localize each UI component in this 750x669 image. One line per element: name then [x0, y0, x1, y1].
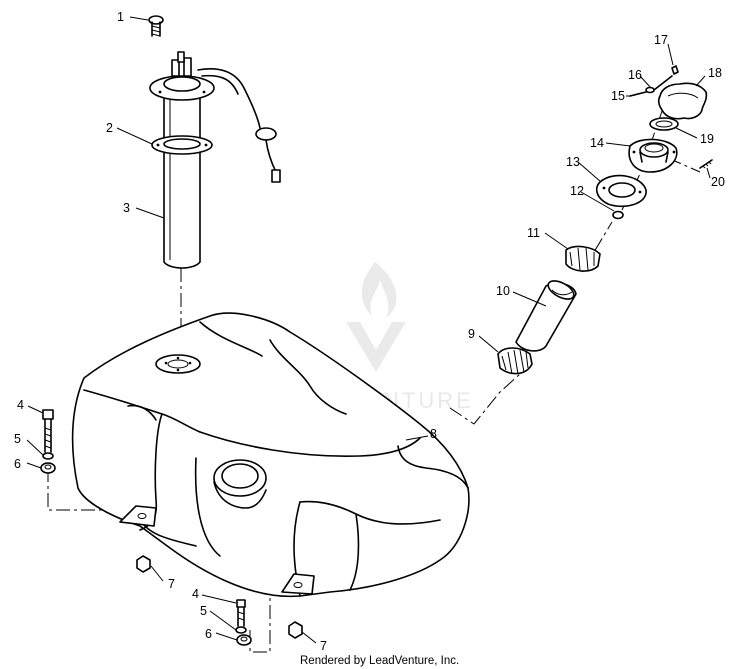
- callout-6-lower: 6: [205, 627, 212, 641]
- callout-20: 20: [711, 175, 725, 189]
- callout-3: 3: [123, 201, 130, 215]
- callout-6-upper: 6: [14, 457, 21, 471]
- render-credit: Rendered by LeadVenture, Inc.: [300, 655, 459, 667]
- callout-7-upper: 7: [168, 577, 175, 591]
- callout-1: 1: [117, 10, 124, 24]
- callout-18: 18: [708, 66, 722, 80]
- callout-16: 16: [628, 68, 642, 82]
- callout-4-upper: 4: [17, 398, 24, 412]
- callout-5-upper: 5: [14, 432, 21, 446]
- callout-13: 13: [566, 155, 580, 169]
- filler-neck-assembly: [497, 65, 713, 375]
- callout-leaders: [26, 16, 711, 644]
- callout-4-lower: 4: [192, 587, 199, 601]
- v-logo-icon: [346, 322, 406, 372]
- callout-2: 2: [106, 121, 113, 135]
- callout-14: 14: [590, 136, 604, 150]
- callout-11: 11: [527, 226, 540, 240]
- tank-mount-hardware-upper: [40, 409, 151, 573]
- callout-8: 8: [430, 427, 437, 441]
- callout-10: 10: [496, 284, 510, 298]
- callout-12: 12: [570, 184, 584, 198]
- callout-7-lower: 7: [320, 639, 327, 653]
- callout-17: 17: [654, 33, 668, 47]
- callout-15: 15: [611, 89, 625, 103]
- flame-logo-icon: [361, 262, 397, 318]
- fuel-tank: [71, 312, 470, 598]
- callout-5-lower: 5: [200, 604, 207, 618]
- callout-19: 19: [700, 132, 714, 146]
- callout-labels: 1 2 3 4 5 6 7 4 5 6 7 8 9 10 11 12 13 14…: [14, 10, 725, 653]
- fuel-level-sender-assembly: [148, 15, 281, 269]
- tank-mount-hardware-lower: [235, 599, 303, 646]
- callout-9: 9: [468, 327, 475, 341]
